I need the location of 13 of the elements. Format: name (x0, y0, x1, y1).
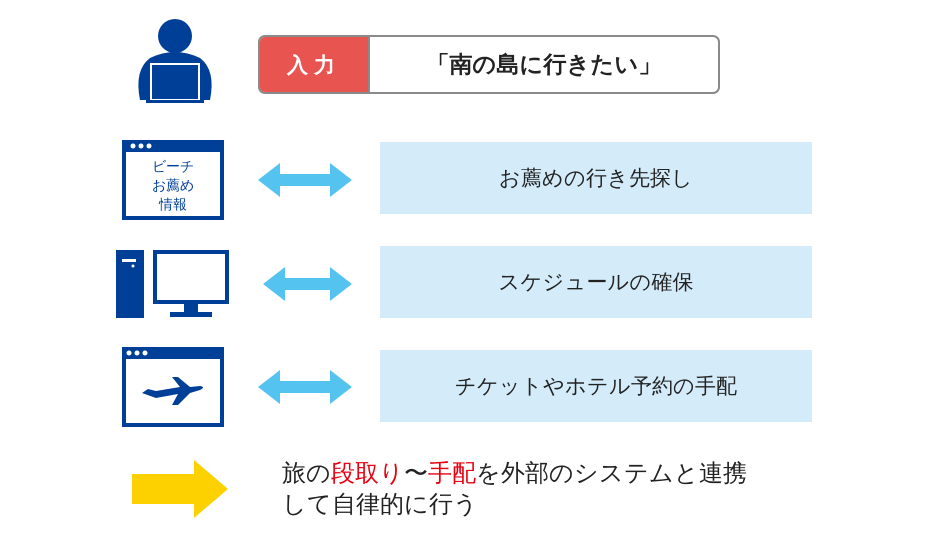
double-arrow (258, 163, 352, 197)
window-text: ビーチお薦め情報 (152, 158, 194, 215)
input-text: 「南の島に行きたい」 (368, 37, 718, 92)
note-text: 旅の段取り〜手配を外部のシステムと連携して自律的に行う (282, 458, 748, 520)
input-tag: 入力 (260, 37, 368, 92)
task-box: お薦めの行き先探し (380, 142, 812, 214)
double-arrow (258, 370, 352, 404)
computer-icon (116, 250, 229, 318)
task-box: スケジュールの確保 (380, 246, 812, 318)
double-arrow (263, 267, 352, 301)
browser-window (122, 140, 224, 220)
task-box: チケットやホテル予約の手配 (380, 350, 812, 422)
input-box (258, 35, 720, 94)
